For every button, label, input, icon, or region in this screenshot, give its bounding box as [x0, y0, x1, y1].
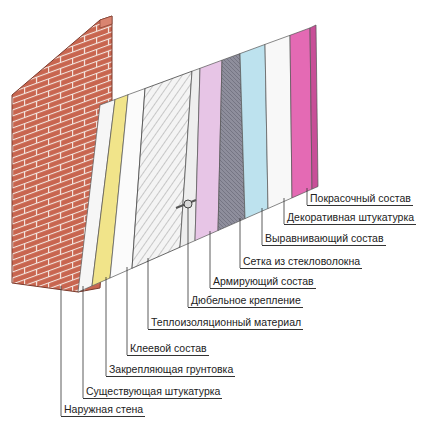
layer-label: Закрепляющая грунтовка [106, 363, 235, 377]
layer-label: Сетка из стекловолокна [240, 255, 362, 269]
leader-line [188, 208, 189, 307]
leveling-layer [240, 44, 268, 218]
dowel-shaft [176, 200, 196, 208]
layer-label: Дюбельное крепление [188, 294, 303, 308]
layer-label: Теплоизоляционный материал [148, 316, 303, 330]
layer-label: Армирующий состав [210, 275, 316, 289]
layer-label: Покрасочный состав [307, 192, 413, 206]
brick-top-face [100, 16, 112, 28]
layer-label: Наружная стена [61, 403, 145, 417]
dowel-head [184, 200, 192, 208]
layer-label: Существующая штукатурка [83, 385, 222, 399]
layer-label: Декоративная штукатурка [284, 211, 416, 225]
paint-side-face [310, 25, 318, 189]
layer-label: Выравнивающий состав [262, 232, 386, 246]
reinforcing-layer [195, 60, 222, 240]
leader-line [83, 286, 84, 398]
leader-line [61, 286, 62, 416]
paint-layer [290, 28, 312, 198]
layer-label: Клеевой состав [127, 342, 209, 356]
leader-line [106, 277, 107, 376]
decorative-layer [265, 35, 292, 208]
leader-lines [61, 188, 307, 416]
